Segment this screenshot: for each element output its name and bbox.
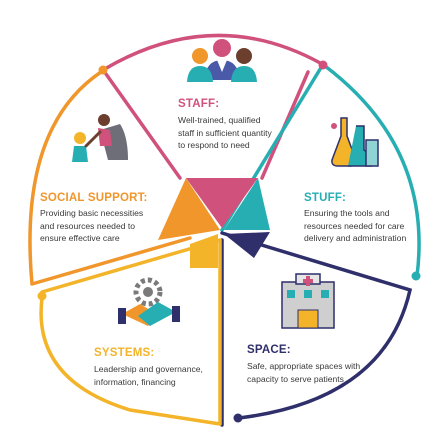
social-support-end-dot (98, 65, 108, 75)
space-description: Safe, appropriate spaces with capacity t… (247, 361, 361, 384)
systems-description: Leadership and governance, information, … (94, 364, 203, 387)
social-support-description: Providing basic necessities and resource… (40, 208, 144, 243)
handshake-gear-icon (118, 277, 180, 326)
medical-staff-icon (187, 39, 257, 82)
stuff-center-wedge (224, 178, 270, 230)
social-support-title: SOCIAL SUPPORT: (40, 192, 148, 204)
staff-center-wedge (186, 178, 258, 228)
staff-segment-outline (101, 33, 324, 72)
stuff-description: Ensuring the tools and resources needed … (304, 208, 407, 243)
systems-end-dot (37, 291, 47, 301)
systems-center-wedge (190, 234, 218, 268)
systems-title: SYSTEMS: (94, 347, 155, 359)
space-segment-outline (220, 231, 413, 420)
social-support-segment-outline (28, 70, 192, 286)
staff-end-dot (318, 60, 328, 70)
space-title: SPACE: (247, 344, 291, 356)
stuff-segment-outline (323, 64, 421, 278)
lab-flasks-icon (331, 117, 379, 167)
helping-hand-climb-icon (72, 114, 128, 162)
space-end-dot (233, 413, 243, 423)
stuff-title: STUFF: (304, 192, 347, 204)
systems-segment-outline (39, 238, 222, 426)
hospital-building-icon (281, 273, 335, 329)
staff-description: Well-trained, qualified staff in suffici… (178, 115, 272, 150)
space-center-wedge (224, 232, 270, 258)
staff-title: STAFF: (178, 98, 220, 110)
staff-segment-side-left (104, 72, 182, 180)
stuff-end-dot (411, 271, 421, 281)
social-support-center-wedge (158, 178, 220, 240)
